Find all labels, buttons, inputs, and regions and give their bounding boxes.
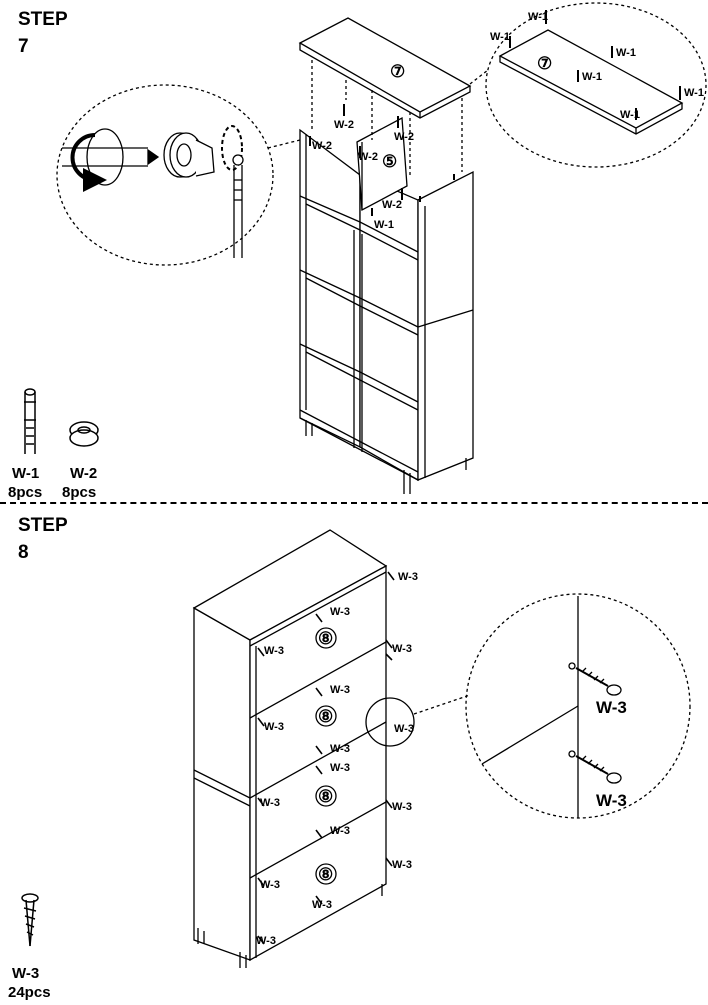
w3-hw-qty: 24pcs	[8, 984, 51, 1001]
w1-label: W-1	[616, 47, 636, 59]
screw-marks-8	[257, 571, 395, 945]
zoom-marker	[365, 697, 415, 747]
panel-5	[356, 116, 408, 212]
w3-label: W-3	[312, 899, 332, 911]
w3-label: W-3	[330, 762, 350, 774]
w1-label: W-1	[620, 109, 640, 121]
step-8-title: STEP 8	[18, 512, 68, 566]
cam-lock-icon	[69, 421, 99, 447]
w2-hw-code: W-2	[70, 465, 97, 482]
w3-label: W-3	[260, 797, 280, 809]
panel-7-label: ⑦	[390, 62, 405, 81]
w2-label: W-2	[334, 119, 354, 131]
w1-label: W-1	[528, 11, 548, 23]
step-7-title: STEP 7	[18, 6, 68, 60]
w2-label: W-2	[312, 140, 332, 152]
w1-label: W-1	[374, 219, 394, 231]
step-8-diagram	[192, 529, 691, 968]
w3-label: W-3	[260, 879, 280, 891]
w3-label: W-3	[392, 801, 412, 813]
w3-detail-label: W-3	[596, 791, 627, 810]
cabinet-back-view	[192, 529, 388, 968]
panel-8-label: ⑧	[318, 629, 333, 648]
w2-label: W-2	[358, 151, 378, 163]
w3-label: W-3	[330, 743, 350, 755]
w1-label: W-1	[582, 71, 602, 83]
w1-label: W-1	[684, 87, 704, 99]
panel-7-detail-label: ⑦	[537, 54, 552, 73]
w3-label: W-3	[330, 825, 350, 837]
w3-label: W-3	[398, 571, 418, 583]
w3-label: W-3	[394, 723, 414, 735]
panel-5-label: ⑤	[382, 152, 397, 171]
top-panel-detail	[498, 29, 684, 135]
w3-label: W-3	[330, 684, 350, 696]
guide-lines	[311, 60, 463, 176]
cam-bolt-detail-icon	[232, 154, 244, 258]
top-panel-7	[298, 17, 472, 119]
panel-8-label: ⑧	[318, 865, 333, 884]
w3-hw-code: W-3	[12, 965, 39, 982]
screwdriver-icon	[62, 128, 160, 192]
w3-label: W-3	[392, 859, 412, 871]
w1-label: W-1	[490, 31, 510, 43]
w2-label: W-2	[382, 199, 402, 211]
w3-detail-label: W-3	[596, 698, 627, 717]
w3-label: W-3	[256, 935, 276, 947]
w3-label: W-3	[264, 721, 284, 733]
cam-lock-detail-icon	[163, 125, 243, 178]
screw-detail-icon	[568, 662, 622, 784]
step-7-word: STEP	[18, 9, 68, 30]
w3-label: W-3	[330, 606, 350, 618]
w2-hw-qty: 8pcs	[62, 484, 96, 501]
detail-callout-right	[485, 2, 707, 168]
w1-hw-code: W-1	[12, 465, 39, 482]
w1-hw-qty: 8pcs	[8, 484, 42, 501]
w2-label: W-2	[394, 131, 414, 143]
bookcase-body	[299, 128, 474, 494]
cam-bolt-icon	[24, 388, 36, 454]
step-8-word: STEP	[18, 515, 68, 536]
w3-label: W-3	[264, 645, 284, 657]
screw-icon	[21, 893, 39, 947]
step-7-diagram	[56, 2, 707, 494]
step-7-number: 7	[18, 36, 29, 57]
step-8-number: 8	[18, 542, 29, 563]
w3-label: W-3	[392, 643, 412, 655]
step-divider	[0, 502, 708, 504]
panel-8-label: ⑧	[318, 707, 333, 726]
fastener-marks-7	[309, 10, 681, 216]
panel-8-label: ⑧	[318, 787, 333, 806]
detail-callout-left	[56, 84, 274, 266]
